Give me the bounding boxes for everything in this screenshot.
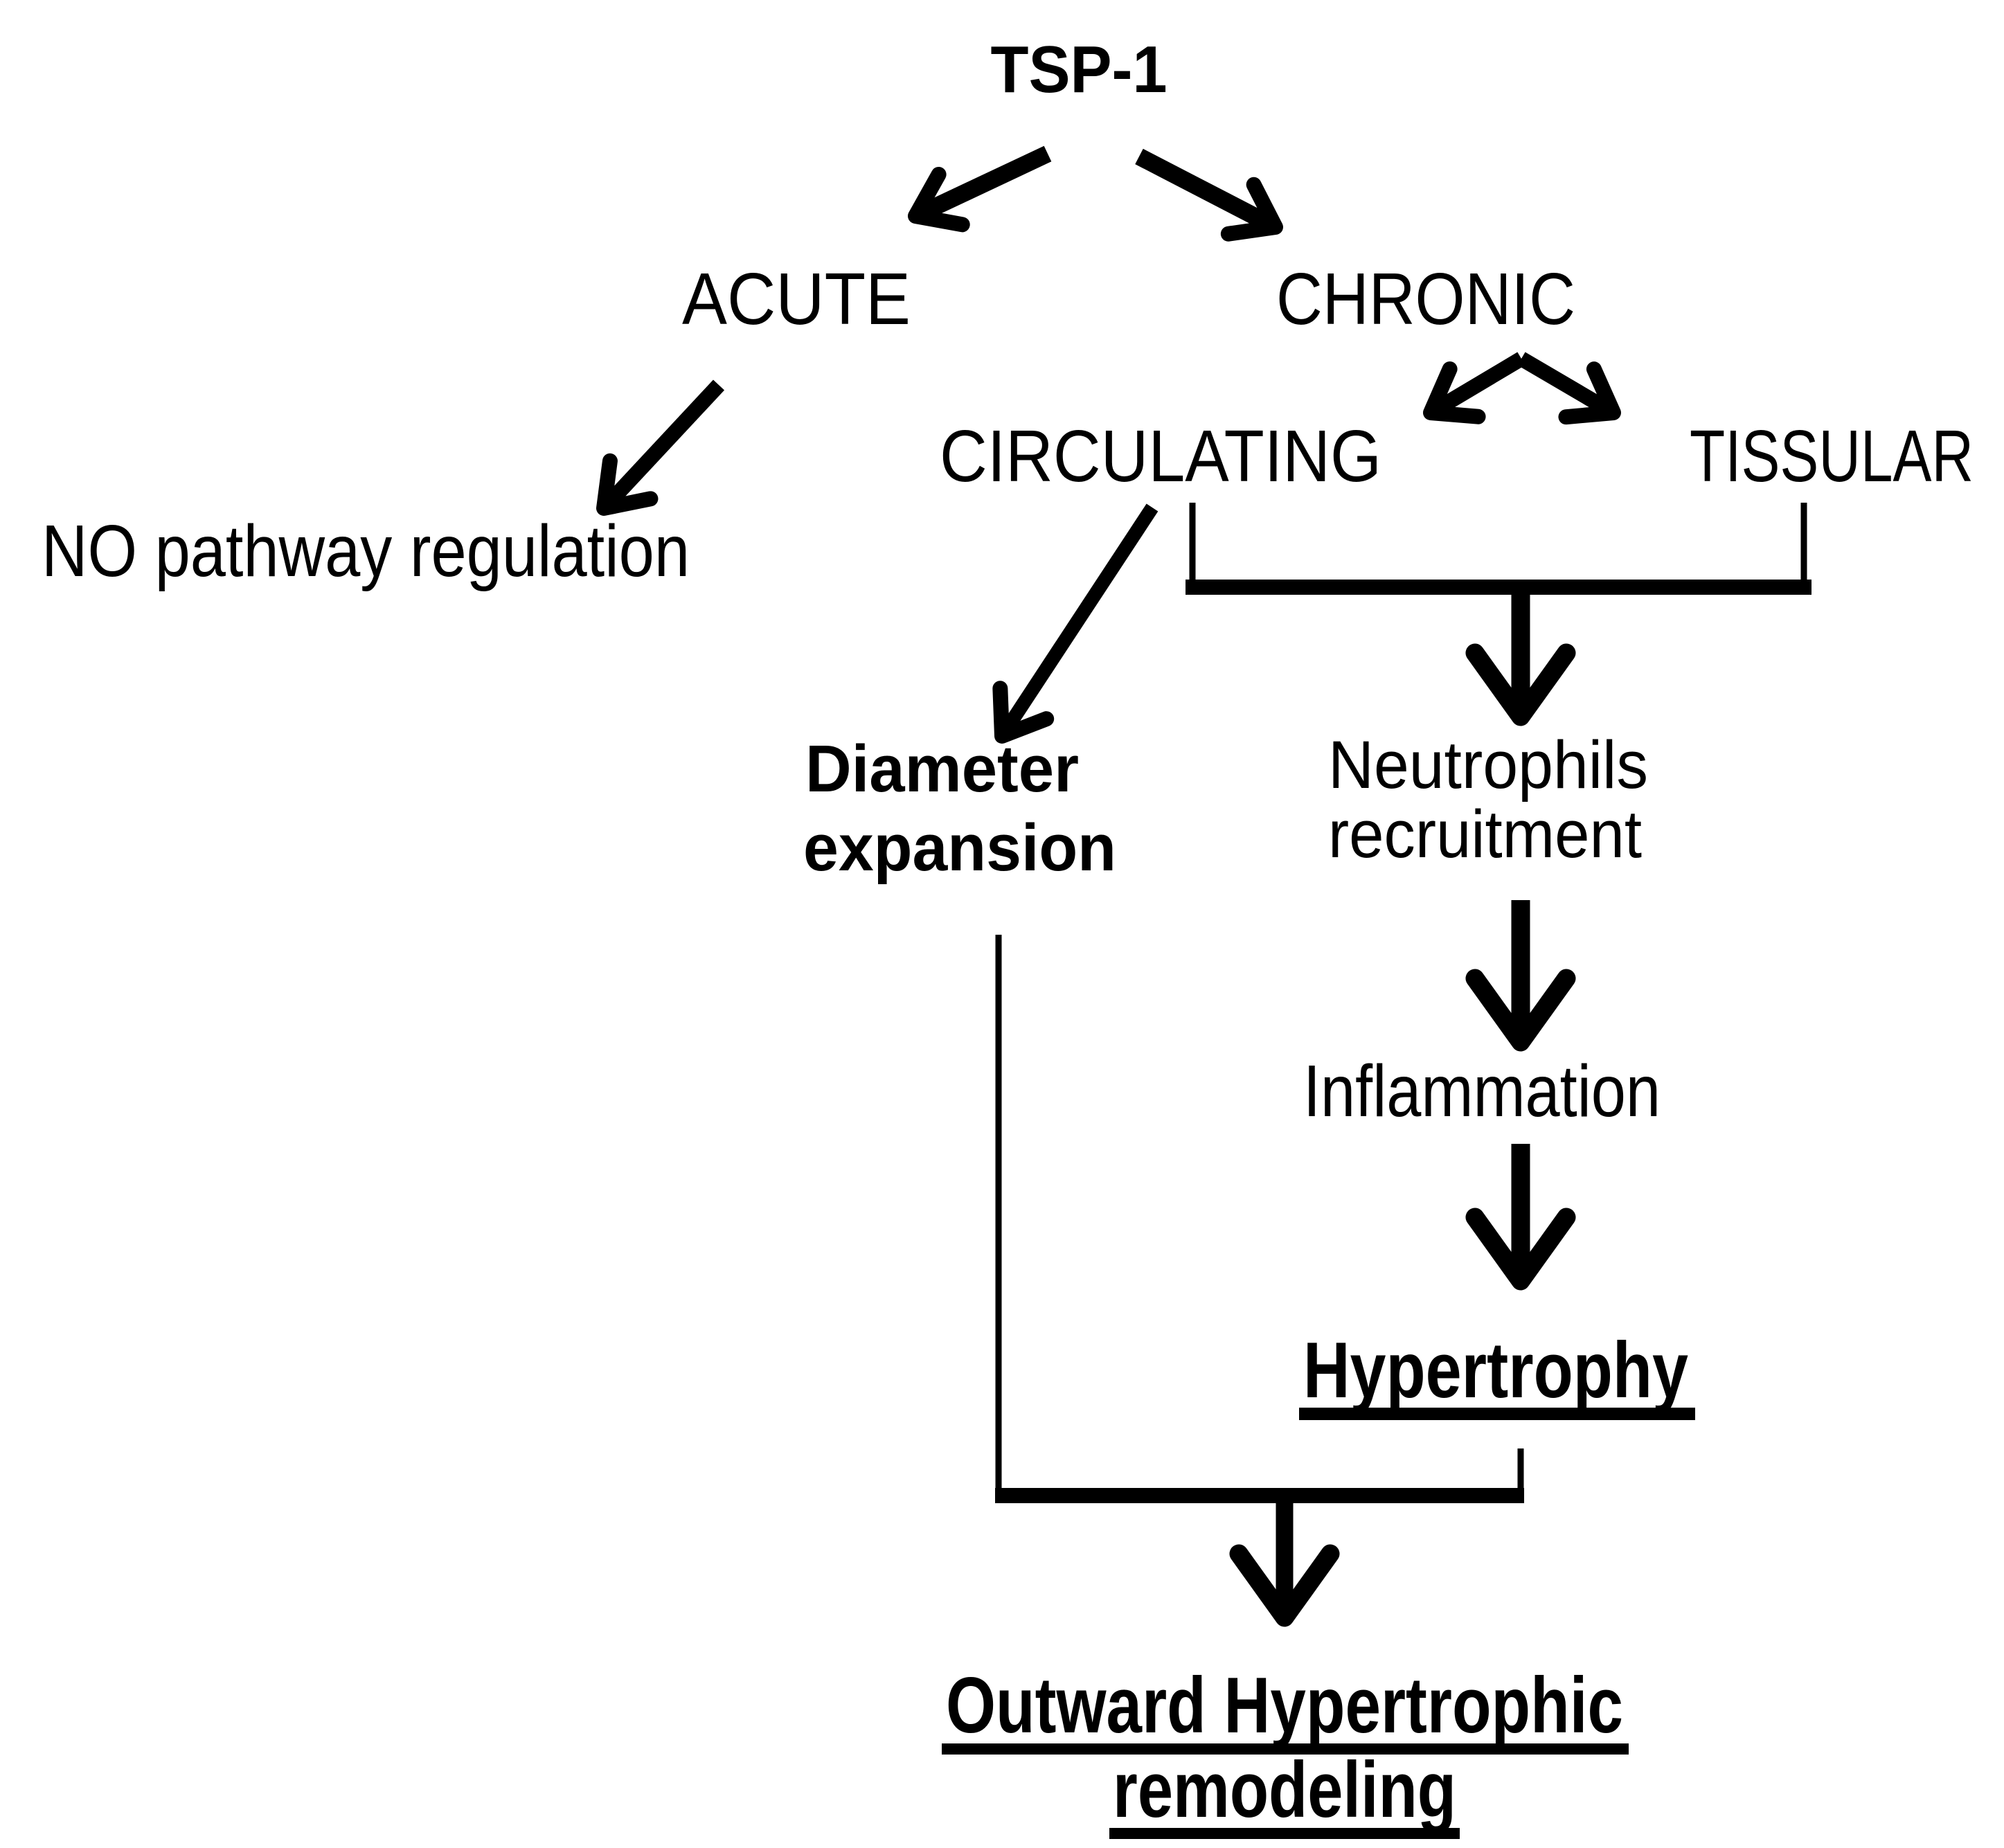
node-diameter-expansion-line1: Diameter	[805, 732, 1079, 806]
node-tissular: TISSULAR	[1690, 415, 1974, 497]
node-outward-remodeling-line2: remodeling	[1113, 1746, 1456, 1834]
node-hypertrophy: Hypertrophy	[1303, 1327, 1688, 1415]
node-no-pathway-regulation: NO pathway regulation	[42, 510, 690, 592]
arrow-chronic-to-circulating	[1423, 352, 1526, 424]
arrow-tsp1-to-acute	[908, 145, 1052, 233]
node-neutrophils-recruitment-line1: Neutrophils	[1328, 727, 1648, 802]
arrow-acute-to-no-pathway	[596, 379, 725, 516]
node-outward-remodeling-line1: Outward Hypertrophic	[946, 1662, 1623, 1750]
node-neutrophils-recruitment-line2: recruitment	[1328, 796, 1642, 872]
arrow-chronic-to-tissular	[1517, 352, 1621, 425]
node-diameter-expansion-line2: expansion	[803, 811, 1116, 885]
arrow-tsp1-to-chronic	[1135, 148, 1283, 242]
node-tsp1: TSP-1	[991, 33, 1167, 107]
arrow-circulating-to-diameter	[992, 503, 1158, 744]
node-circulating: CIRCULATING	[940, 415, 1381, 497]
node-acute: ACUTE	[682, 258, 911, 340]
node-chronic: CHRONIC	[1276, 258, 1575, 340]
node-inflammation: Inflammation	[1303, 1050, 1661, 1132]
